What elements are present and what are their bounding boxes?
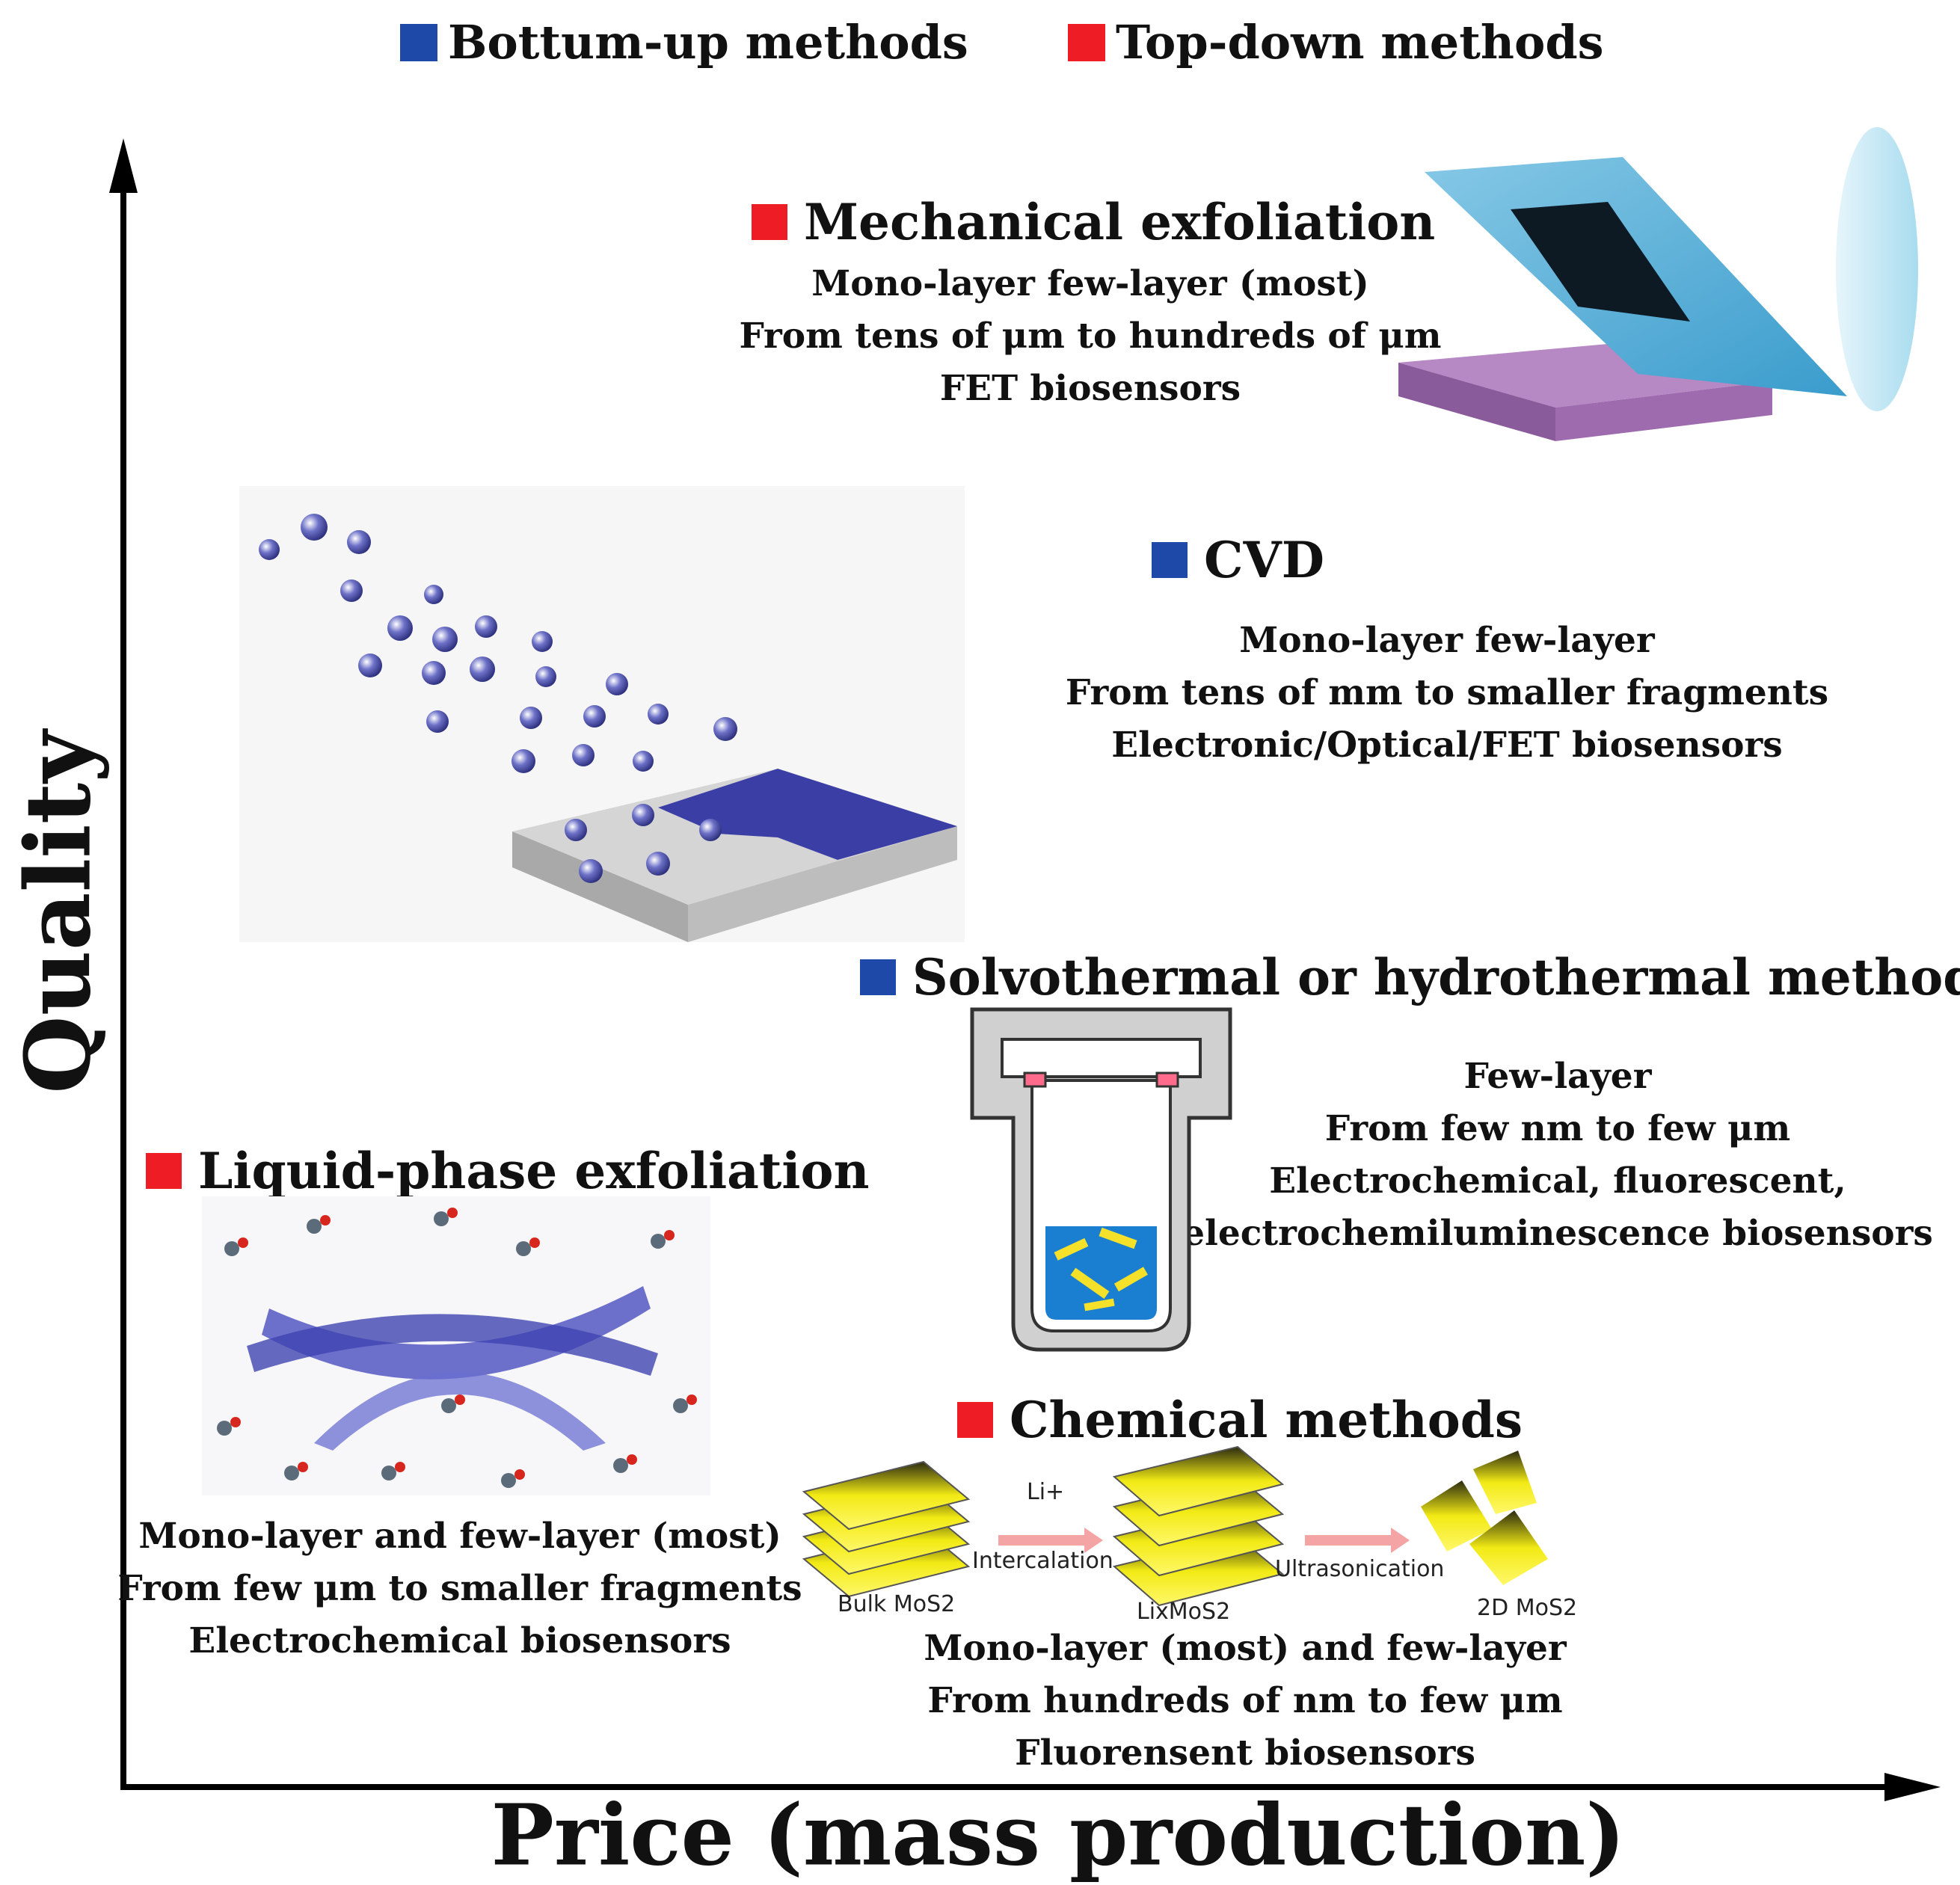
chemical-description: Mono-layer (most) and few-layer From hun… — [924, 1623, 1566, 1780]
solvothermal-line-4: electrochemiluminescence biosensors — [1182, 1213, 1933, 1254]
mechanical-title: Mechanical exfoliation — [752, 193, 1435, 251]
arrow-1 — [998, 1528, 1103, 1553]
deposited-film — [658, 769, 957, 860]
solvothermal-line-2: From few nm to few μm — [1324, 1108, 1791, 1149]
legend-top-down: Top-down methods — [1068, 15, 1604, 70]
sheet-1 — [262, 1286, 651, 1380]
solvothermal-title: Solvothermal or hydrothermal methods — [860, 948, 1960, 1006]
solvothermal-description: Few-layer From few nm to few μm Electroc… — [1182, 1051, 1933, 1260]
solvothermal-title-text: Solvothermal or hydrothermal methods — [912, 948, 1960, 1006]
liquid-title: Liquid-phase exfoliation — [146, 1142, 869, 1200]
mechanical-line-2: From tens of μm to hundreds of μm — [739, 316, 1442, 357]
mechanical-line-1: Mono-layer few-layer (most) — [811, 263, 1369, 304]
tape-roll — [1836, 127, 1918, 411]
solvothermal-line-3: Electrochemical, fluorescent, — [1269, 1160, 1846, 1202]
substrate-front — [1398, 363, 1555, 441]
solvent-molecules — [217, 1211, 688, 1488]
cvd-line-1: Mono-layer few-layer — [1239, 620, 1655, 661]
legend-top-down-label: Top-down methods — [1116, 15, 1604, 70]
y-axis-arrow — [109, 138, 138, 193]
cvd-title-text: CVD — [1204, 531, 1324, 589]
sheet-3 — [314, 1372, 606, 1451]
substrate-side — [1555, 381, 1772, 441]
chemical-line-1: Mono-layer (most) and few-layer — [924, 1628, 1567, 1669]
solvothermal-swatch — [860, 959, 896, 995]
solvothermal-line-1: Few-layer — [1463, 1056, 1652, 1097]
cvd-illustration — [239, 486, 965, 942]
cvd-swatch — [1152, 542, 1188, 578]
x-axis-arrow — [1884, 1773, 1941, 1801]
seal-left — [1023, 1071, 1047, 1088]
legend-bottom-up: Bottum-up methods — [400, 15, 968, 70]
top-down-swatch — [1068, 23, 1105, 61]
chemical-swatch — [957, 1402, 993, 1438]
mechanical-swatch — [752, 204, 787, 240]
intercalated-stack — [1112, 1445, 1285, 1607]
mechanical-title-text: Mechanical exfoliation — [804, 193, 1436, 251]
flake-on-tape — [1511, 202, 1690, 322]
substrate-side — [688, 826, 957, 942]
intercalation-label: Intercalation — [972, 1548, 1113, 1574]
chemical-scheme-illustration: Li+ Intercalation Ultrasonication Bulk M… — [802, 1445, 1577, 1625]
substrate-front — [512, 831, 688, 942]
liquid-line-2: From few μm to smaller fragments — [117, 1568, 802, 1609]
oxygen-atoms — [230, 1208, 697, 1480]
product-label: 2D MoS2 — [1477, 1595, 1577, 1621]
nanosheets — [1054, 1227, 1148, 1311]
ultrasonication-label: Ultrasonication — [1275, 1556, 1444, 1582]
liquid-exfoliation-illustration — [202, 1196, 710, 1495]
liquid-swatch — [146, 1153, 182, 1189]
y-axis-label: Quality — [5, 731, 111, 1094]
liquid-description: Mono-layer and few-layer (most) From few… — [117, 1510, 802, 1667]
liquid-line-1: Mono-layer and few-layer (most) — [138, 1516, 781, 1557]
precursor-atoms — [259, 514, 737, 773]
chemical-line-3: Fluorensent biosensors — [1015, 1732, 1475, 1774]
cvd-line-3: Electronic/Optical/FET biosensors — [1111, 725, 1783, 766]
2d-mos2-flakes — [1421, 1451, 1548, 1585]
liquid-line-3: Electrochemical biosensors — [188, 1620, 731, 1661]
seal-right — [1155, 1071, 1179, 1088]
cvd-title: CVD — [1152, 531, 1324, 589]
bulk-mos2-stack — [802, 1460, 971, 1598]
legend-bottom-up-label: Bottum-up methods — [448, 15, 968, 70]
autoclave-illustration — [970, 1007, 1232, 1352]
liquid-title-text: Liquid-phase exfoliation — [198, 1142, 870, 1200]
mechanical-exfoliation-illustration — [1398, 127, 1918, 441]
intercalated-label: LixMoS2 — [1137, 1599, 1230, 1625]
bottom-up-swatch — [400, 23, 437, 61]
x-axis-label: Price (mass production) — [491, 1786, 1626, 1885]
chemical-line-2: From hundreds of nm to few μm — [927, 1680, 1563, 1721]
cvd-line-2: From tens of mm to smaller fragments — [1065, 672, 1829, 713]
chemical-title: Chemical methods — [957, 1391, 1523, 1449]
autoclave-lid — [1001, 1038, 1202, 1078]
mechanical-description: Mono-layer few-layer (most) From tens of… — [740, 258, 1442, 415]
arrow-2 — [1305, 1528, 1410, 1553]
substrate-top — [1398, 344, 1772, 408]
mechanical-line-3: FET biosensors — [939, 368, 1241, 409]
sheet-2 — [247, 1314, 658, 1376]
cvd-description: Mono-layer few-layer From tens of mm to … — [1066, 615, 1828, 772]
surface-atoms — [565, 804, 722, 883]
chemical-title-text: Chemical methods — [1010, 1391, 1523, 1449]
li-ion-label: Li+ — [1027, 1479, 1064, 1505]
bulk-label: Bulk MoS2 — [838, 1591, 955, 1617]
